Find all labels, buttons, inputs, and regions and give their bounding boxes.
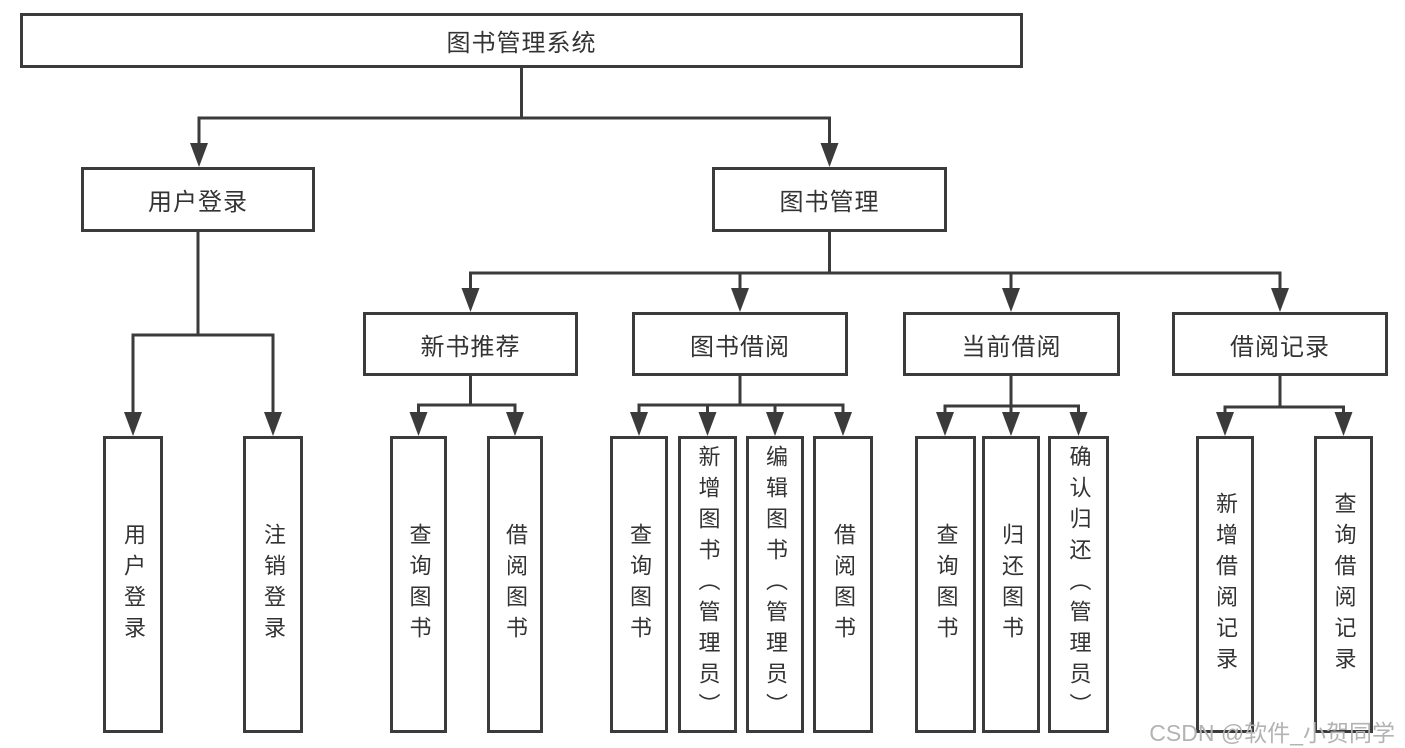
node-borrowing-records: 借阅记录 bbox=[1172, 312, 1388, 376]
node-leaf-logout-label: 注销登录 bbox=[261, 522, 286, 647]
node-leaf-query-books-borrowing: 查询图书 bbox=[610, 436, 668, 733]
node-leaf-user-login: 用户登录 bbox=[103, 436, 163, 733]
node-leaf-add-borrow-record: 新增借阅记录 bbox=[1196, 436, 1254, 733]
connector-user-login-to-leaves bbox=[124, 232, 282, 436]
node-new-book-recommend: 新书推荐 bbox=[363, 312, 578, 376]
node-book-borrowing: 图书借阅 bbox=[632, 312, 848, 376]
node-leaf-user-login-label: 用户登录 bbox=[121, 522, 146, 647]
node-leaf-confirm-return-admin: 确认归还（管理员） bbox=[1048, 436, 1109, 733]
connector-book-management-to-level3 bbox=[461, 232, 1289, 312]
node-book-borrowing-label: 图书借阅 bbox=[690, 333, 790, 361]
node-leaf-return-books-label: 归还图书 bbox=[999, 522, 1024, 647]
connector-root-to-level2 bbox=[190, 68, 839, 167]
node-current-borrowing-label: 当前借阅 bbox=[961, 333, 1062, 361]
node-leaf-borrow-books-borrowing: 借阅图书 bbox=[813, 436, 873, 733]
node-leaf-add-borrow-record-label: 新增借阅记录 bbox=[1213, 491, 1238, 678]
node-book-management: 图书管理 bbox=[712, 167, 947, 232]
node-leaf-confirm-return-admin-label: 确认归还（管理员） bbox=[1066, 445, 1092, 724]
node-leaf-query-books-borrowing-label: 查询图书 bbox=[627, 522, 652, 647]
node-leaf-query-books-recommend-label: 查询图书 bbox=[406, 522, 432, 647]
node-leaf-query-borrow-record-label: 查询借阅记录 bbox=[1331, 491, 1357, 678]
node-leaf-borrow-books-recommend-label: 借阅图书 bbox=[503, 522, 528, 647]
node-current-borrowing: 当前借阅 bbox=[903, 312, 1120, 376]
connector-new-book-recommend-to-leaves bbox=[409, 376, 524, 436]
node-leaf-borrow-books-borrowing-label: 借阅图书 bbox=[831, 522, 856, 647]
node-leaf-borrow-books-recommend: 借阅图书 bbox=[487, 436, 543, 733]
node-book-management-label: 图书管理 bbox=[779, 189, 880, 216]
node-leaf-query-books-current: 查询图书 bbox=[915, 436, 976, 733]
node-leaf-logout: 注销登录 bbox=[243, 436, 303, 733]
connector-book-borrowing-to-leaves bbox=[630, 376, 852, 436]
node-user-login: 用户登录 bbox=[81, 167, 315, 232]
node-borrowing-records-label: 借阅记录 bbox=[1230, 333, 1330, 361]
node-user-login-label: 用户登录 bbox=[148, 189, 248, 216]
node-new-book-recommend-label: 新书推荐 bbox=[420, 333, 521, 361]
connector-borrowing-records-to-leaves bbox=[1216, 375, 1353, 436]
node-root-label: 图书管理系统 bbox=[446, 30, 597, 57]
node-leaf-query-borrow-record: 查询借阅记录 bbox=[1314, 436, 1373, 733]
node-leaf-return-books: 归还图书 bbox=[982, 436, 1040, 733]
node-leaf-add-books-admin: 新增图书（管理员） bbox=[678, 436, 737, 733]
node-leaf-query-books-current-label: 查询图书 bbox=[933, 522, 959, 647]
node-leaf-edit-books-admin-label: 编辑图书（管理员） bbox=[763, 445, 788, 724]
csdn-watermark: CSDN @软件_小贺同学 bbox=[1149, 720, 1395, 746]
node-leaf-edit-books-admin: 编辑图书（管理员） bbox=[746, 436, 804, 733]
node-leaf-add-books-admin-label: 新增图书（管理员） bbox=[695, 445, 721, 724]
node-root: 图书管理系统 bbox=[20, 13, 1023, 68]
connector-current-borrowing-to-leaves bbox=[936, 376, 1088, 436]
node-leaf-query-books-recommend: 查询图书 bbox=[390, 436, 447, 733]
